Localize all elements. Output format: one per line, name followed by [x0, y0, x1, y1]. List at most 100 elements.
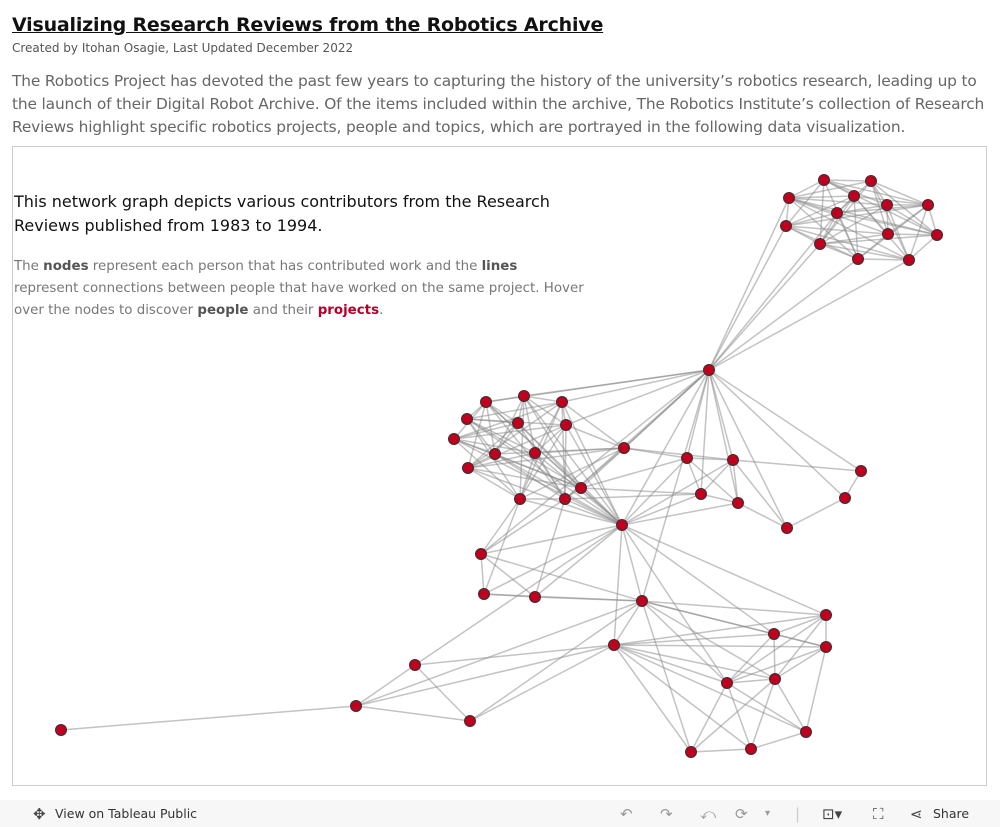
graph-node[interactable]: [769, 673, 781, 685]
graph-node[interactable]: [848, 190, 860, 202]
graph-node[interactable]: [839, 492, 851, 504]
graph-edge: [726, 682, 752, 750]
graph-edge: [785, 195, 855, 227]
graph-node[interactable]: [464, 715, 476, 727]
graph-edge: [355, 644, 615, 707]
share-icon[interactable]: ⋖: [910, 805, 923, 823]
graph-node[interactable]: [685, 746, 697, 758]
graph-edge: [480, 524, 623, 555]
graph-edge: [519, 498, 623, 526]
chevron-down-icon[interactable]: ▾: [765, 808, 771, 819]
graph-node[interactable]: [780, 220, 792, 232]
graph-node[interactable]: [575, 482, 587, 494]
graph-node[interactable]: [881, 199, 893, 211]
graph-edge: [453, 422, 519, 440]
graph-edge: [621, 493, 702, 526]
undo-icon[interactable]: ↶: [620, 805, 633, 823]
desc-bold-nodes: nodes: [43, 259, 89, 274]
graph-node[interactable]: [831, 207, 843, 219]
graph-edge: [788, 197, 910, 261]
graph-node[interactable]: [818, 174, 830, 186]
graph-node[interactable]: [478, 588, 490, 600]
graph-node[interactable]: [475, 548, 487, 560]
graph-node[interactable]: [489, 448, 501, 460]
graph-edge: [785, 225, 910, 261]
graph-edge: [613, 614, 827, 646]
desc-text: represent connections between people tha…: [14, 281, 584, 318]
graph-node[interactable]: [480, 396, 492, 408]
graph-node[interactable]: [556, 396, 568, 408]
graph-edge: [690, 748, 752, 753]
graph-node[interactable]: [560, 419, 572, 431]
graph-edge: [708, 369, 739, 504]
graph-node[interactable]: [852, 253, 864, 265]
graph-edge: [613, 644, 728, 684]
graph-node[interactable]: [518, 390, 530, 402]
refresh-icon[interactable]: ⟳: [735, 805, 748, 823]
graph-node[interactable]: [800, 726, 812, 738]
graph-node[interactable]: [820, 641, 832, 653]
graph-edge: [467, 401, 563, 469]
redo-icon[interactable]: ↷: [660, 805, 673, 823]
graph-edge: [774, 614, 827, 680]
graph-node[interactable]: [616, 519, 628, 531]
graph-node[interactable]: [922, 199, 934, 211]
graph-node[interactable]: [681, 452, 693, 464]
graph-node[interactable]: [350, 700, 362, 712]
graph-edge: [690, 678, 776, 753]
graph-node[interactable]: [514, 493, 526, 505]
graph-node[interactable]: [512, 417, 524, 429]
graph-node[interactable]: [882, 228, 894, 240]
graph-node[interactable]: [618, 442, 630, 454]
desc-text: .: [379, 303, 384, 318]
graph-node[interactable]: [732, 497, 744, 509]
graph-node[interactable]: [865, 175, 877, 187]
graph-edge: [613, 600, 643, 646]
share-button[interactable]: Share: [933, 806, 970, 821]
graph-node[interactable]: [745, 743, 757, 755]
view-on-tableau-link[interactable]: View on Tableau Public: [55, 806, 198, 821]
graph-node[interactable]: [814, 238, 826, 250]
revert-icon[interactable]: ⤺: [700, 805, 717, 823]
graph-node[interactable]: [462, 462, 474, 474]
graph-edge: [726, 646, 827, 684]
graph-edge: [737, 502, 788, 529]
graph-edge: [774, 678, 807, 733]
graph-node[interactable]: [461, 413, 473, 425]
graph-node[interactable]: [721, 677, 733, 689]
graph-node[interactable]: [820, 609, 832, 621]
graph-node[interactable]: [608, 639, 620, 651]
graph-node[interactable]: [409, 659, 421, 671]
graph-node[interactable]: [855, 465, 867, 477]
dashboard-subtitle: Created by Itohan Osagie, Last Updated D…: [12, 41, 354, 55]
graph-node[interactable]: [727, 454, 739, 466]
graph-edge: [523, 395, 567, 426]
graph-edge: [564, 493, 702, 500]
graph-edge: [534, 424, 567, 454]
graph-edge: [565, 424, 625, 449]
graph-node[interactable]: [903, 254, 915, 266]
graph-edge: [355, 664, 416, 707]
download-icon[interactable]: ⊡▾: [822, 805, 843, 823]
graph-edge: [60, 705, 357, 731]
fullscreen-icon[interactable]: ⛶: [873, 805, 884, 823]
graph-edge: [613, 633, 775, 646]
graph-node[interactable]: [529, 591, 541, 603]
graph-node[interactable]: [783, 192, 795, 204]
graph-node[interactable]: [636, 595, 648, 607]
graph-node[interactable]: [703, 364, 715, 376]
graph-edge: [708, 258, 859, 371]
graph-node[interactable]: [781, 522, 793, 534]
graph-edge: [564, 447, 625, 500]
graph-node[interactable]: [529, 447, 541, 459]
graph-edge: [853, 195, 859, 260]
graph-node[interactable]: [931, 229, 943, 241]
dashboard-title: Visualizing Research Reviews from the Ro…: [12, 14, 604, 36]
graph-node[interactable]: [448, 433, 460, 445]
graph-edge: [908, 234, 938, 261]
graph-node[interactable]: [55, 724, 67, 736]
graph-node[interactable]: [768, 628, 780, 640]
graph-node[interactable]: [695, 488, 707, 500]
graph-edge: [565, 369, 710, 426]
graph-node[interactable]: [559, 493, 571, 505]
